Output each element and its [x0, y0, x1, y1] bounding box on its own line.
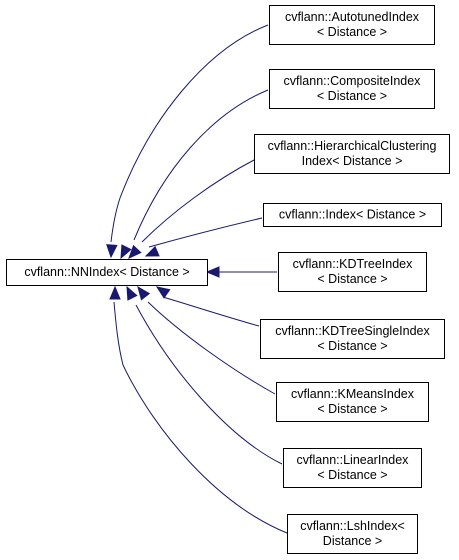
class-box[interactable] [269, 5, 435, 45]
class-label-line: cvflann::NNIndex< Distance > [24, 265, 189, 279]
class-label-line: < Distance > [317, 272, 387, 286]
class-box[interactable] [276, 382, 429, 422]
class-label-line: cvflann::KDTreeSingleIndex [275, 324, 430, 338]
class-box[interactable] [269, 69, 435, 109]
arrowhead-icon [137, 285, 151, 301]
arrowhead-icon [120, 244, 132, 260]
arrowhead-icon [155, 286, 171, 299]
class-label-line: cvflann::LshIndex< [300, 519, 405, 533]
class-label-line: Index< Distance > [302, 154, 403, 168]
derived-class-node-lsh[interactable]: cvflann::LshIndex<Distance > [287, 514, 418, 554]
class-box[interactable] [263, 203, 442, 227]
inheritance-edge-kdtree-single [162, 296, 260, 327]
derived-class-node-kdtree[interactable]: cvflann::KDTreeIndex< Distance > [278, 252, 427, 292]
arrowhead-icon [106, 244, 118, 259]
arrowhead-icon [205, 266, 220, 278]
base-class-node[interactable]: cvflann::NNIndex< Distance > [6, 259, 208, 286]
class-label-line: < Distance > [317, 468, 387, 482]
class-label-line: cvflann::CompositeIndex [284, 74, 422, 88]
class-label-line: < Distance > [317, 89, 387, 103]
class-box[interactable] [283, 448, 422, 488]
inheritance-edge-index [148, 217, 263, 248]
class-box[interactable] [278, 252, 427, 292]
class-box[interactable] [260, 319, 445, 359]
arrowhead-icon [128, 244, 142, 259]
class-label-line: cvflann::Index< Distance > [279, 208, 426, 222]
class-nodes: cvflann::NNIndex< Distance > cvflann::Aut… [6, 5, 450, 554]
derived-class-node-kdtree-single[interactable]: cvflann::KDTreeSingleIndex< Distance > [260, 319, 445, 359]
class-label-line: cvflann::HierarchicalClustering [268, 139, 437, 153]
inheritance-edge-kmeans [147, 301, 276, 395]
class-label-line: cvflann::LinearIndex [297, 453, 410, 467]
arrowhead-icon [126, 285, 138, 301]
inheritance-edge-lsh [113, 301, 288, 534]
inheritance-edge-linear [135, 304, 283, 465]
class-box[interactable] [254, 134, 450, 174]
derived-class-node-composite[interactable]: cvflann::CompositeIndex< Distance > [269, 69, 435, 109]
class-label-line: < Distance > [317, 25, 387, 39]
derived-class-node-autotuned[interactable]: cvflann::AutotunedIndex< Distance > [269, 5, 435, 45]
class-label-line: < Distance > [317, 339, 387, 353]
inheritance-edge-autotuned [110, 24, 269, 243]
class-box[interactable] [287, 514, 418, 554]
derived-class-node-linear[interactable]: cvflann::LinearIndex< Distance > [283, 448, 422, 488]
class-box[interactable] [6, 259, 208, 286]
arrowhead-icon [109, 285, 121, 300]
inheritance-edges [106, 24, 288, 534]
inheritance-edge-composite [133, 89, 269, 241]
derived-class-node-index[interactable]: cvflann::Index< Distance > [263, 203, 442, 227]
arrowhead-icon [144, 245, 160, 257]
inheritance-edge-hierarchical [141, 159, 255, 243]
class-label-line: cvflann::KDTreeIndex [293, 257, 413, 271]
class-label-line: Distance > [323, 534, 382, 548]
class-label-line: cvflann::AutotunedIndex [285, 10, 420, 24]
class-label-line: cvflann::KMeansIndex [291, 387, 415, 401]
class-label-line: < Distance > [317, 402, 387, 416]
derived-class-node-kmeans[interactable]: cvflann::KMeansIndex< Distance > [276, 382, 429, 422]
